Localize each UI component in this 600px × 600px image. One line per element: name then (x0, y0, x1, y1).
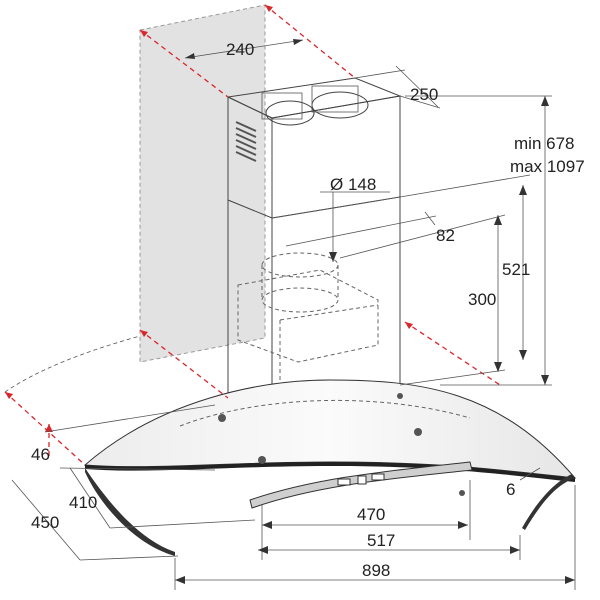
motor-drum-right (311, 91, 369, 119)
screw-5 (459, 490, 465, 496)
wall-outline (4, 4, 266, 393)
glass-canopy (83, 379, 577, 556)
screw-4 (397, 393, 403, 399)
screw-3 (414, 428, 422, 436)
dimension-lines (11, 39, 576, 590)
dim-glass-thickness: 6 (506, 480, 515, 499)
motor-drum-left (265, 100, 315, 126)
control-button-3 (371, 473, 385, 481)
dim-width-inner: 470 (357, 505, 385, 524)
dim-outlet-offset: 82 (436, 226, 455, 245)
dim-chimney-width: 240 (226, 40, 254, 59)
glass-right-curve (522, 474, 575, 530)
dim-width-mid: 517 (367, 531, 395, 550)
glass-bottom-curve (85, 468, 175, 556)
control-strip (249, 461, 473, 509)
dim-outlet-height: 300 (468, 290, 496, 309)
red-projection-lines (4, 4, 501, 466)
wall-curve-left (4, 335, 141, 393)
dim-chimney-lower: 521 (502, 260, 530, 279)
control-button-2 (357, 475, 367, 485)
hidden-outlet (237, 252, 379, 380)
dim-width-total: 898 (362, 561, 390, 580)
dim-depth-front: 46 (31, 445, 50, 464)
dim-height-max: max 1097 (510, 157, 585, 176)
vent-grille (235, 121, 257, 162)
control-button-1 (337, 478, 351, 486)
dim-chimney-depth: 250 (410, 85, 438, 104)
screw-1 (218, 414, 226, 422)
dim-outlet-diameter: Ø 148 (330, 175, 376, 194)
dim-depth-total: 450 (31, 513, 59, 532)
dim-depth-mid: 410 (69, 493, 97, 512)
screw-2 (258, 456, 266, 464)
dim-height-min: min 678 (514, 134, 574, 153)
